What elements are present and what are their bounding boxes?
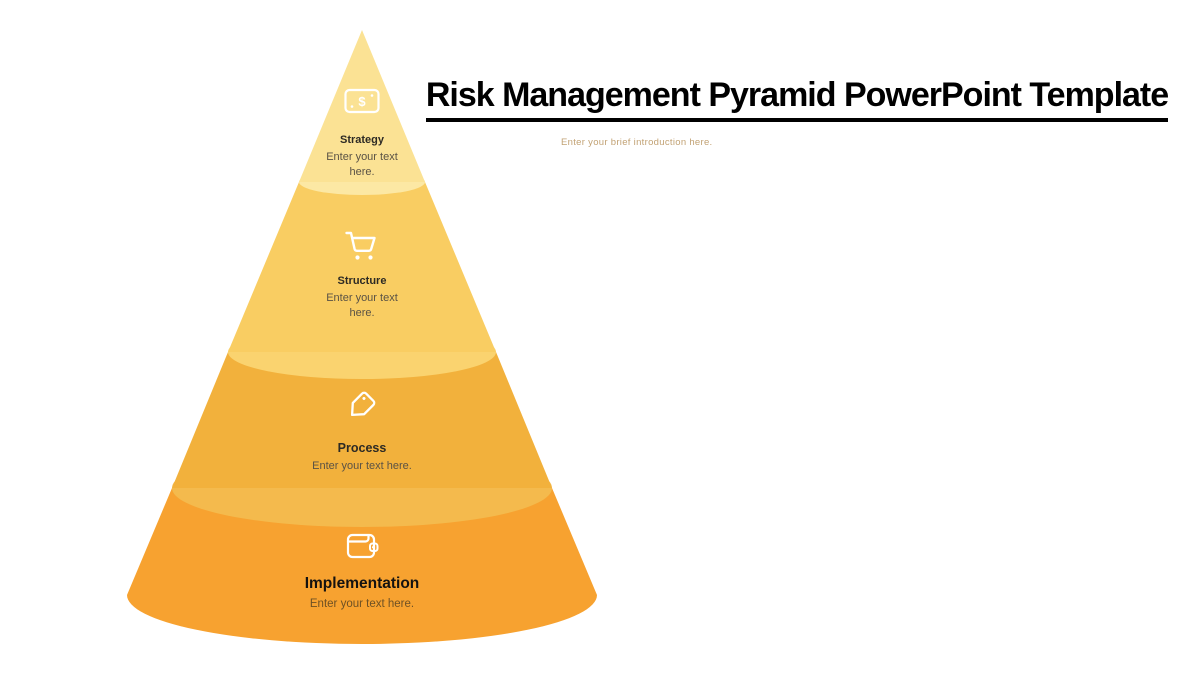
slide-title: Risk Management Pyramid PowerPoint Templ… bbox=[418, 76, 1176, 122]
pyramid-level-strategy bbox=[299, 30, 425, 182]
pyramid-level-implementation bbox=[127, 488, 597, 644]
pyramid-level-process bbox=[172, 352, 552, 488]
pyramid-level-structure bbox=[228, 182, 496, 352]
slide-title-text: Risk Management Pyramid PowerPoint Templ… bbox=[425, 76, 1169, 122]
intro-placeholder: Enter your brief introduction here. bbox=[561, 137, 713, 148]
